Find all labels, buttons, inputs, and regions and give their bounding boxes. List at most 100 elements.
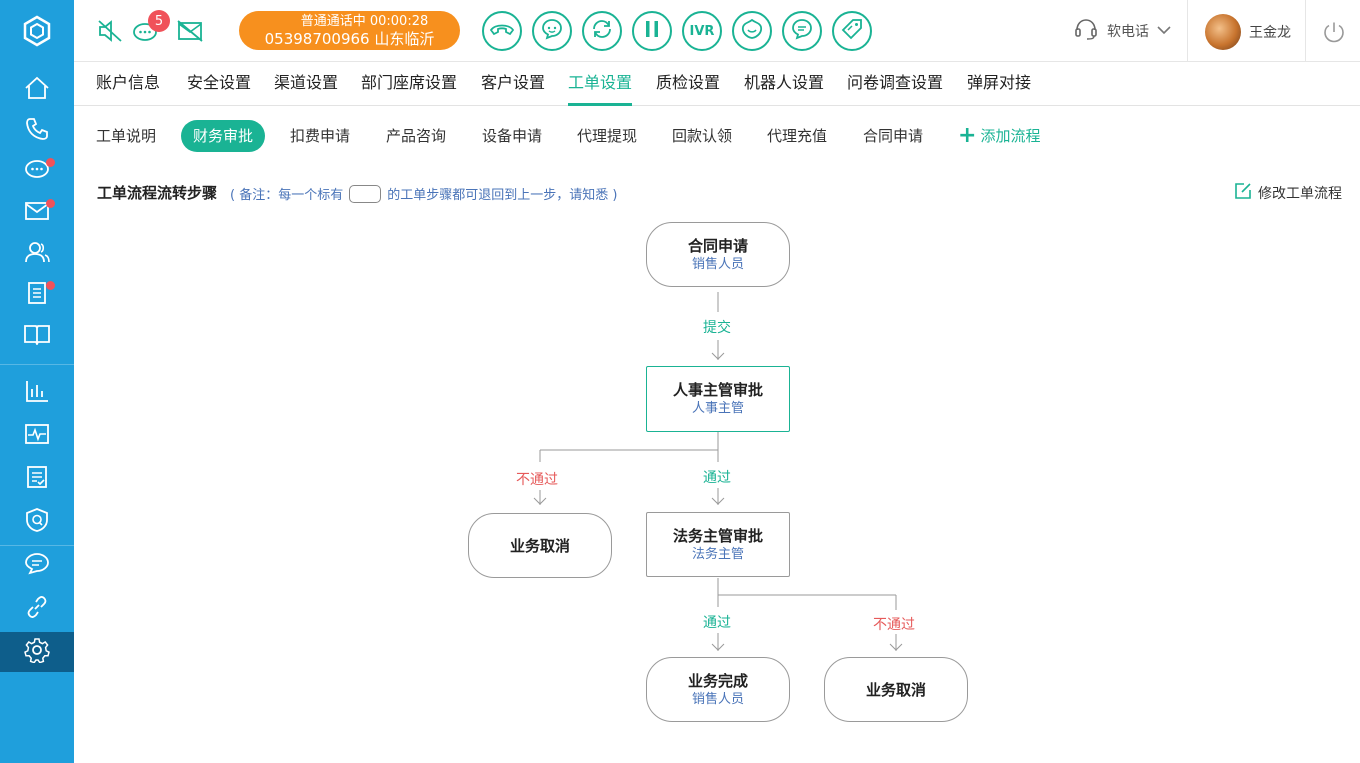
user-menu[interactable]: 王金龙 bbox=[1205, 14, 1291, 50]
add-flow-label: 添加流程 bbox=[980, 127, 1041, 145]
add-flow-button[interactable]: + 添加流程 bbox=[958, 120, 1040, 152]
hangup-button[interactable] bbox=[482, 11, 522, 51]
tab-quality[interactable]: 质检设置 bbox=[656, 73, 721, 92]
user-name: 王金龙 bbox=[1249, 25, 1291, 41]
call-status-text: 普通通话中 00:00:28 bbox=[300, 14, 429, 29]
reject-label: 不通过 bbox=[516, 472, 558, 488]
flow-node-hr-approval[interactable]: 人事主管审批 人事主管 bbox=[646, 366, 790, 432]
book-icon bbox=[23, 323, 51, 349]
headset-icon bbox=[1073, 16, 1099, 46]
hangup-icon bbox=[489, 22, 515, 40]
node-title: 合同申请 bbox=[687, 236, 748, 255]
node-title: 人事主管审批 bbox=[672, 381, 763, 399]
subtab-finance-approval[interactable]: 财务审批 bbox=[181, 120, 266, 152]
flow-node-contract[interactable]: 合同申请 销售人员 bbox=[646, 222, 790, 287]
toolbar-divider bbox=[1187, 0, 1188, 62]
notification-dot bbox=[46, 281, 55, 290]
node-title: 法务主管审批 bbox=[672, 526, 763, 545]
node-role: 销售人员 bbox=[691, 691, 744, 707]
subtab-agent-withdraw[interactable]: 代理提现 bbox=[577, 127, 638, 145]
hexagon-logo-icon[interactable] bbox=[0, 0, 74, 62]
ivr-button[interactable]: IVR bbox=[682, 11, 722, 51]
node-role: 法务主管 bbox=[691, 546, 744, 562]
tab-customer[interactable]: 客户设置 bbox=[481, 73, 546, 92]
tab-screen-pop[interactable]: 弹屏对接 bbox=[967, 73, 1032, 92]
tab-security[interactable]: 安全设置 bbox=[187, 73, 252, 92]
transfer-icon bbox=[590, 17, 614, 45]
subtab-device-request[interactable]: 设备申请 bbox=[482, 127, 543, 145]
shield-q-icon bbox=[25, 507, 49, 537]
call-status-pill: 普通通话中 00:00:28 05398700966 山东临沂 bbox=[239, 11, 460, 50]
sidebar-item-reports[interactable] bbox=[0, 373, 74, 413]
home-icon bbox=[24, 76, 50, 104]
ivr-icon: IVR bbox=[689, 23, 715, 39]
tab-ticket-settings[interactable]: 工单设置 bbox=[568, 62, 633, 106]
message-count-badge: 5 bbox=[148, 10, 170, 32]
sidebar-item-home[interactable] bbox=[0, 70, 74, 110]
avatar bbox=[1205, 14, 1241, 50]
sidebar-item-monitor[interactable] bbox=[0, 416, 74, 456]
tab-account-info[interactable]: 账户信息 bbox=[96, 73, 161, 92]
pause-button[interactable] bbox=[632, 11, 672, 51]
consult-button[interactable] bbox=[532, 11, 572, 51]
contacts-icon bbox=[24, 240, 50, 268]
subtab-contract-request[interactable]: 合同申请 bbox=[863, 127, 924, 145]
settings-gear-icon bbox=[24, 637, 50, 667]
toolbar-divider bbox=[1305, 0, 1306, 62]
node-title: 业务取消 bbox=[865, 680, 926, 699]
flow-node-complete[interactable]: 业务完成 销售人员 bbox=[646, 657, 790, 722]
subtab-product-inquiry[interactable]: 产品咨询 bbox=[386, 127, 447, 145]
returnable-step-sample bbox=[349, 184, 382, 203]
mail-icon bbox=[24, 200, 50, 226]
sidebar-item-chat[interactable] bbox=[0, 152, 74, 192]
settings-main-nav: 账户信息 安全设置 渠道设置 部门座席设置 客户设置 工单设置 质检设置 机器人… bbox=[74, 62, 1360, 106]
chevron-down-icon bbox=[1157, 23, 1171, 39]
sidebar-item-messages[interactable] bbox=[0, 545, 74, 585]
tab-survey[interactable]: 问卷调查设置 bbox=[847, 73, 944, 92]
subtab-deduction[interactable]: 扣费申请 bbox=[290, 127, 351, 145]
top-toolbar: 5 普通通话中 00:00:28 05398700966 山东临沂 IVR 软电… bbox=[74, 0, 1360, 62]
softphone-dropdown[interactable]: 软电话 bbox=[1073, 18, 1171, 44]
speaker-mute-icon[interactable] bbox=[94, 15, 126, 47]
flow-note-suffix: 的工单步骤都可退回到上一步，请知悉 ) bbox=[387, 188, 618, 203]
tab-channel[interactable]: 渠道设置 bbox=[274, 73, 339, 92]
sidebar-item-contacts[interactable] bbox=[0, 234, 74, 274]
transfer-button[interactable] bbox=[582, 11, 622, 51]
sidebar-item-link[interactable] bbox=[0, 589, 74, 629]
notification-dot bbox=[46, 158, 55, 167]
power-icon[interactable] bbox=[1322, 20, 1346, 44]
subtab-ticket-desc[interactable]: 工单说明 bbox=[96, 127, 157, 145]
sidebar-item-book[interactable] bbox=[0, 316, 74, 356]
notification-dot bbox=[46, 199, 55, 208]
monitor-wave-icon bbox=[24, 422, 50, 450]
sidebar-item-quality[interactable] bbox=[0, 502, 74, 542]
approve-label: 通过 bbox=[703, 615, 731, 631]
sidebar-divider bbox=[0, 364, 74, 365]
flow-node-cancel[interactable]: 业务取消 bbox=[468, 513, 612, 578]
subtab-payment-claim[interactable]: 回款认领 bbox=[672, 127, 733, 145]
sidebar-divider bbox=[0, 545, 74, 546]
satisfaction-button[interactable] bbox=[732, 11, 772, 51]
flow-node-cancel[interactable]: 业务取消 bbox=[824, 657, 968, 722]
mail-off-icon[interactable] bbox=[174, 15, 206, 47]
flow-note: ( 备注：每一个标有 的工单步骤都可退回到上一步，请知悉 ) bbox=[230, 184, 617, 203]
chat-button[interactable] bbox=[782, 11, 822, 51]
sidebar-item-tickets[interactable] bbox=[0, 459, 74, 499]
submit-label: 提交 bbox=[703, 320, 731, 336]
sidebar-item-settings[interactable] bbox=[0, 632, 74, 672]
tab-robot[interactable]: 机器人设置 bbox=[744, 73, 825, 92]
message-bubble-icon[interactable] bbox=[130, 15, 162, 47]
chat-icon bbox=[790, 17, 814, 45]
flow-note-prefix: ( 备注：每一个标有 bbox=[230, 188, 344, 203]
tab-department-seat[interactable]: 部门座席设置 bbox=[361, 73, 458, 92]
subtab-agent-recharge[interactable]: 代理充值 bbox=[767, 127, 828, 145]
sidebar-item-mail[interactable] bbox=[0, 193, 74, 233]
edit-flow-button[interactable]: 修改工单流程 bbox=[1234, 182, 1342, 204]
call-number-text: 05398700966 山东临沂 bbox=[264, 30, 435, 48]
flow-node-legal-approval[interactable]: 法务主管审批 法务主管 bbox=[646, 512, 790, 577]
flow-title: 工单流程流转步骤 bbox=[97, 184, 218, 202]
tag-button[interactable] bbox=[832, 11, 872, 51]
sidebar-item-documents[interactable] bbox=[0, 275, 74, 315]
sidebar-item-phone[interactable] bbox=[0, 111, 74, 151]
